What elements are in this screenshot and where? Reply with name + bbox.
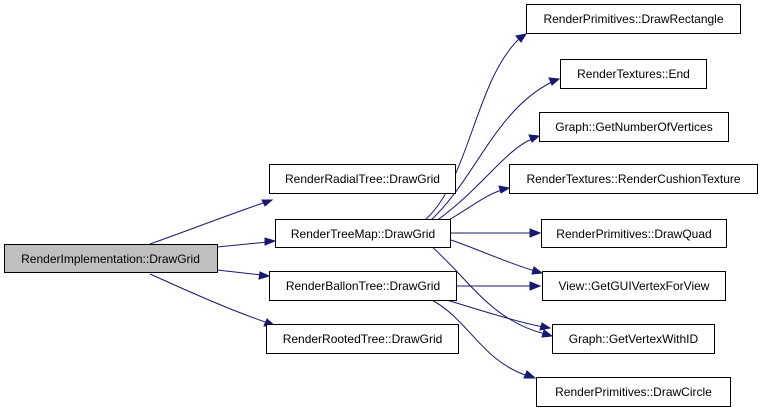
node-rooted-tree[interactable]: RenderRootedTree::DrawGrid bbox=[266, 324, 459, 354]
node-gui-vertex-for-view-label: View::GetGUIVertexForView bbox=[559, 279, 710, 293]
edge-treemap-numverts bbox=[435, 138, 533, 222]
arrow-root-radial bbox=[261, 199, 274, 207]
node-draw-rectangle[interactable]: RenderPrimitives::DrawRectangle bbox=[526, 4, 741, 34]
edge-ballon-drawcircle bbox=[429, 298, 529, 377]
edge-treemap-vertexid bbox=[429, 244, 546, 335]
node-vertex-with-id-label: Graph::GetVertexWithID bbox=[569, 332, 699, 346]
node-cushion-texture[interactable]: RenderTextures::RenderCushionTexture bbox=[509, 164, 758, 194]
node-vertex-with-id[interactable]: Graph::GetVertexWithID bbox=[552, 324, 715, 354]
arrow-root-ballon bbox=[258, 271, 271, 280]
arrow-treemap-texend bbox=[548, 77, 561, 86]
node-treemap[interactable]: RenderTreeMap::DrawGrid bbox=[275, 219, 451, 248]
arrow-treemap-drawquad bbox=[529, 228, 542, 238]
edge-root-ballon bbox=[216, 269, 263, 276]
node-root-label: RenderImplementation::DrawGrid bbox=[21, 252, 200, 266]
edge-root-radial bbox=[149, 199, 273, 245]
node-draw-circle[interactable]: RenderPrimitives::DrawCircle bbox=[536, 377, 731, 407]
edge-treemap-texend bbox=[429, 81, 553, 222]
node-draw-circle-label: RenderPrimitives::DrawCircle bbox=[555, 385, 712, 399]
edge-root-rooted bbox=[149, 273, 269, 324]
node-ballon-tree-label: RenderBallonTree::DrawGrid bbox=[286, 279, 440, 293]
node-rooted-tree-label: RenderRootedTree::DrawGrid bbox=[283, 332, 443, 346]
edge-treemap-drawrect bbox=[424, 37, 521, 221]
node-textures-end-label: RenderTextures::End bbox=[577, 67, 690, 81]
node-cushion-texture-label: RenderTextures::RenderCushionTexture bbox=[526, 172, 740, 186]
arrow-treemap-cushion bbox=[498, 185, 511, 194]
node-root[interactable]: RenderImplementation::DrawGrid bbox=[4, 244, 218, 273]
arrow-treemap-guivertex bbox=[531, 266, 544, 275]
node-radial-tree[interactable]: RenderRadialTree::DrawGrid bbox=[269, 164, 456, 194]
node-gui-vertex-for-view[interactable]: View::GetGUIVertexForView bbox=[542, 271, 726, 301]
edge-treemap-cushion bbox=[446, 189, 503, 222]
arrow-ballon-vertexid bbox=[539, 322, 552, 331]
edge-ballon-vertexid bbox=[439, 297, 544, 328]
arrow-treemap-drawrect bbox=[515, 33, 528, 43]
arrow-root-treemap bbox=[264, 237, 277, 246]
arrow-ballon-guivertex bbox=[529, 281, 542, 291]
edge-treemap-guivertex bbox=[450, 239, 536, 272]
node-draw-quad-label: RenderPrimitives::DrawQuad bbox=[556, 227, 711, 241]
node-number-of-vertices[interactable]: Graph::GetNumberOfVertices bbox=[539, 112, 729, 142]
arrow-ballon-drawcircle bbox=[523, 370, 537, 379]
node-radial-tree-label: RenderRadialTree::DrawGrid bbox=[285, 172, 440, 186]
node-number-of-vertices-label: Graph::GetNumberOfVertices bbox=[555, 120, 712, 134]
node-draw-rectangle-label: RenderPrimitives::DrawRectangle bbox=[543, 12, 723, 26]
edge-root-treemap bbox=[216, 241, 269, 248]
node-textures-end[interactable]: RenderTextures::End bbox=[560, 59, 707, 89]
node-draw-quad[interactable]: RenderPrimitives::DrawQuad bbox=[541, 219, 727, 248]
arrow-treemap-vertexid bbox=[541, 329, 554, 338]
node-treemap-label: RenderTreeMap::DrawGrid bbox=[291, 227, 435, 241]
arrow-treemap-numverts bbox=[528, 134, 541, 143]
node-ballon-tree[interactable]: RenderBallonTree::DrawGrid bbox=[269, 271, 457, 301]
